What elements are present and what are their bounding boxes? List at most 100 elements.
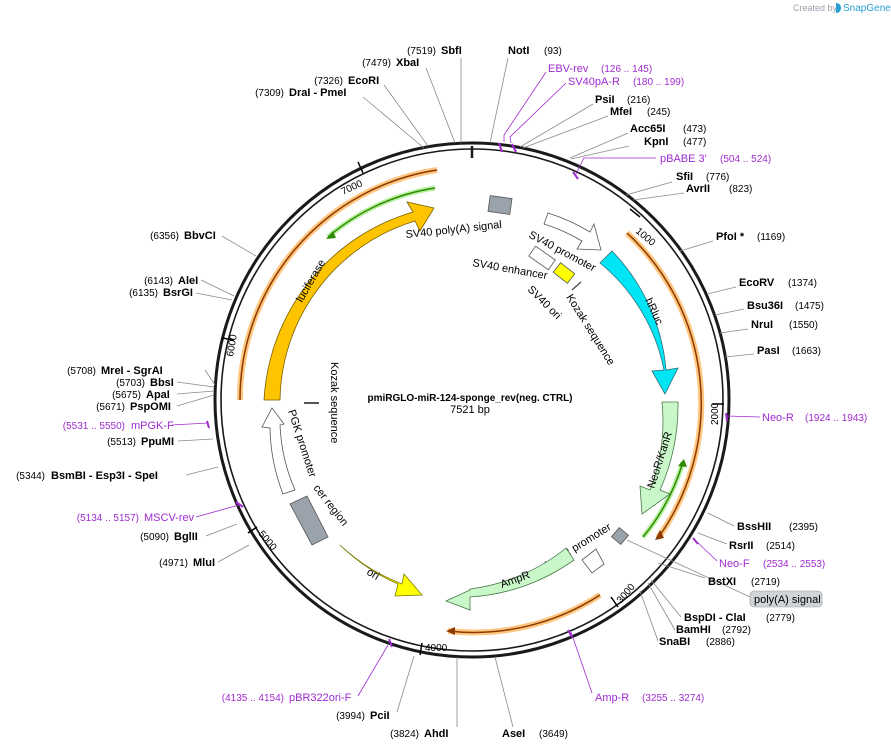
tick-marks [221,161,724,656]
noti-label: NotI [508,45,529,57]
polya-signal-label: poly(A) signal [754,594,821,606]
pgk-promoter-feature[interactable] [261,407,296,495]
bspdi-clai-label: BspDI - ClaI [684,612,746,624]
tick-label-2000: 2000 [710,402,721,425]
ebv-rev-range: (126 .. 145) [601,64,652,75]
pasi-pos: (1663) [792,346,821,357]
sv40pa-r-range: (180 .. 199) [633,77,684,88]
bglii-pos: (5090) [140,532,169,543]
kozak-sequence-1-label: Kozak sequence [563,292,616,367]
neor-kanr-feature[interactable] [639,401,679,515]
pbr322ori-f-label: pBR322ori-F [289,692,352,704]
snapgene-logo-icon [836,3,841,13]
bspdi-clai-pos: (2779) [766,613,795,624]
apai-label: ApaI [146,389,170,401]
sv40-ori-label: SV40 ori [525,284,563,322]
bsmbi-esp3i-spei-pos: (5344) [16,471,45,482]
ecori-pos: (7326) [314,76,343,87]
mfei-label: MfeI [610,106,632,118]
rsrii-label: RsrII [729,540,753,552]
pbabe3-range: (504 .. 524) [720,154,771,165]
polya-signal-callout [749,590,823,608]
sbfi-label: SbfI [441,45,462,57]
mpgk-f-range: (5531 .. 5550) [63,421,125,432]
noti-pos: (93) [544,46,562,57]
bsu36i-pos: (1475) [795,301,824,312]
enzyme-leaders [176,57,755,728]
alei-pos: (6143) [144,276,173,287]
amp-r-label: Amp-R [595,692,629,704]
snabi-label: SnaBI [659,636,690,648]
ori-feature[interactable] [339,544,423,597]
sv40-enhancer-feature[interactable] [528,245,556,271]
mlui-label: MluI [193,557,215,569]
mrei-sgrai-pos: (5708) [67,366,96,377]
bbvci-label: BbvCI [184,230,216,242]
psii-label: PsiI [595,94,615,106]
bstxi-pos: (2719) [751,577,780,588]
bbsi-label: BbsI [150,377,174,389]
bamhi-pos: (2792) [722,625,751,636]
pcii-pos: (3994) [336,711,365,722]
neo-r-range: (1924 .. 1943) [805,413,867,424]
tick-label-5000: 5000 [256,529,279,553]
orf-arcs [236,167,705,636]
plasmid-name: pmiRGLO-miR-124-sponge_rev(neg. CTRL) [367,393,572,404]
ecori-label: EcoRI [348,75,379,87]
mrei-sgrai-label: MreI - SgrAI [101,365,163,377]
sbfi-pos: (7519) [407,46,436,57]
ampr-feature[interactable] [444,547,575,611]
bsrgi-pos: (6135) [129,288,158,299]
pbr322ori-f-range: (4135 .. 4154) [222,693,284,704]
bstxi-label: BstXI [708,576,736,588]
ampr-orf-line [447,594,601,634]
sfii-label: SfiI [676,171,693,183]
luciferase-green-orf [327,187,436,238]
cer-region-feature[interactable] [289,495,329,546]
neo-f-label: Neo-F [719,558,750,570]
ecorv-label: EcoRV [739,277,775,289]
kozak-sequence-1-feature[interactable] [552,262,576,284]
bsshii-pos: (2395) [789,522,818,533]
polya-signal-feature[interactable] [610,526,630,546]
tick-label-3000: 3000 [615,581,638,605]
pfoi-pos: (1169) [757,232,785,243]
sv40-polya-signal-feature[interactable] [487,195,513,215]
ahdi-pos: (3824) [390,729,419,740]
luciferase-feature[interactable] [263,201,435,401]
snapgene-logo-text: SnapGene [843,3,891,14]
snabi-pos: (2886) [706,637,735,648]
ppumi-pos: (5513) [107,437,136,448]
bsmbi-esp3i-spei-label: BsmBI - Esp3I - SpeI [51,470,158,482]
bsu36i-label: Bsu36I [747,300,783,312]
ampr-promoter-feature[interactable] [581,548,605,574]
psii-pos: (216) [627,95,650,106]
luciferase-orf-line [239,169,438,401]
neor-green-orf [642,461,684,538]
drai-pmei-pos: (7309) [255,88,284,99]
xbai-pos: (7479) [362,58,391,69]
avrii-label: AvrII [686,183,710,195]
mscv-rev-range: (5134 .. 5157) [77,513,139,524]
pasi-label: PasI [757,345,780,357]
ecorv-pos: (1374) [788,278,817,289]
ebv-rev-label: EBV-rev [548,63,589,75]
bamhi-label: BamHI [676,624,711,636]
sv40-promoter-feature[interactable] [543,212,602,251]
nrui-pos: (1550) [789,320,818,331]
nrui-label: NruI [751,319,773,331]
pspomi-pos: (5671) [96,402,125,413]
sv40-ori-mark [571,281,582,291]
rsrii-pos: (2514) [766,541,795,552]
kozak-sequence-2-label: Kozak sequence [328,362,340,443]
tick-label-6000: 6000 [225,333,240,357]
avrii-pos: (823) [729,184,752,195]
alei-label: AleI [178,275,198,287]
bbvci-pos: (6356) [150,231,179,242]
xbai-label: XbaI [396,57,419,69]
pbabe3-label: pBABE 3' [660,153,707,165]
mlui-pos: (4971) [159,558,188,569]
hrluc-feature[interactable] [599,250,679,395]
neo-f-range: (2534 .. 2553) [763,559,825,570]
